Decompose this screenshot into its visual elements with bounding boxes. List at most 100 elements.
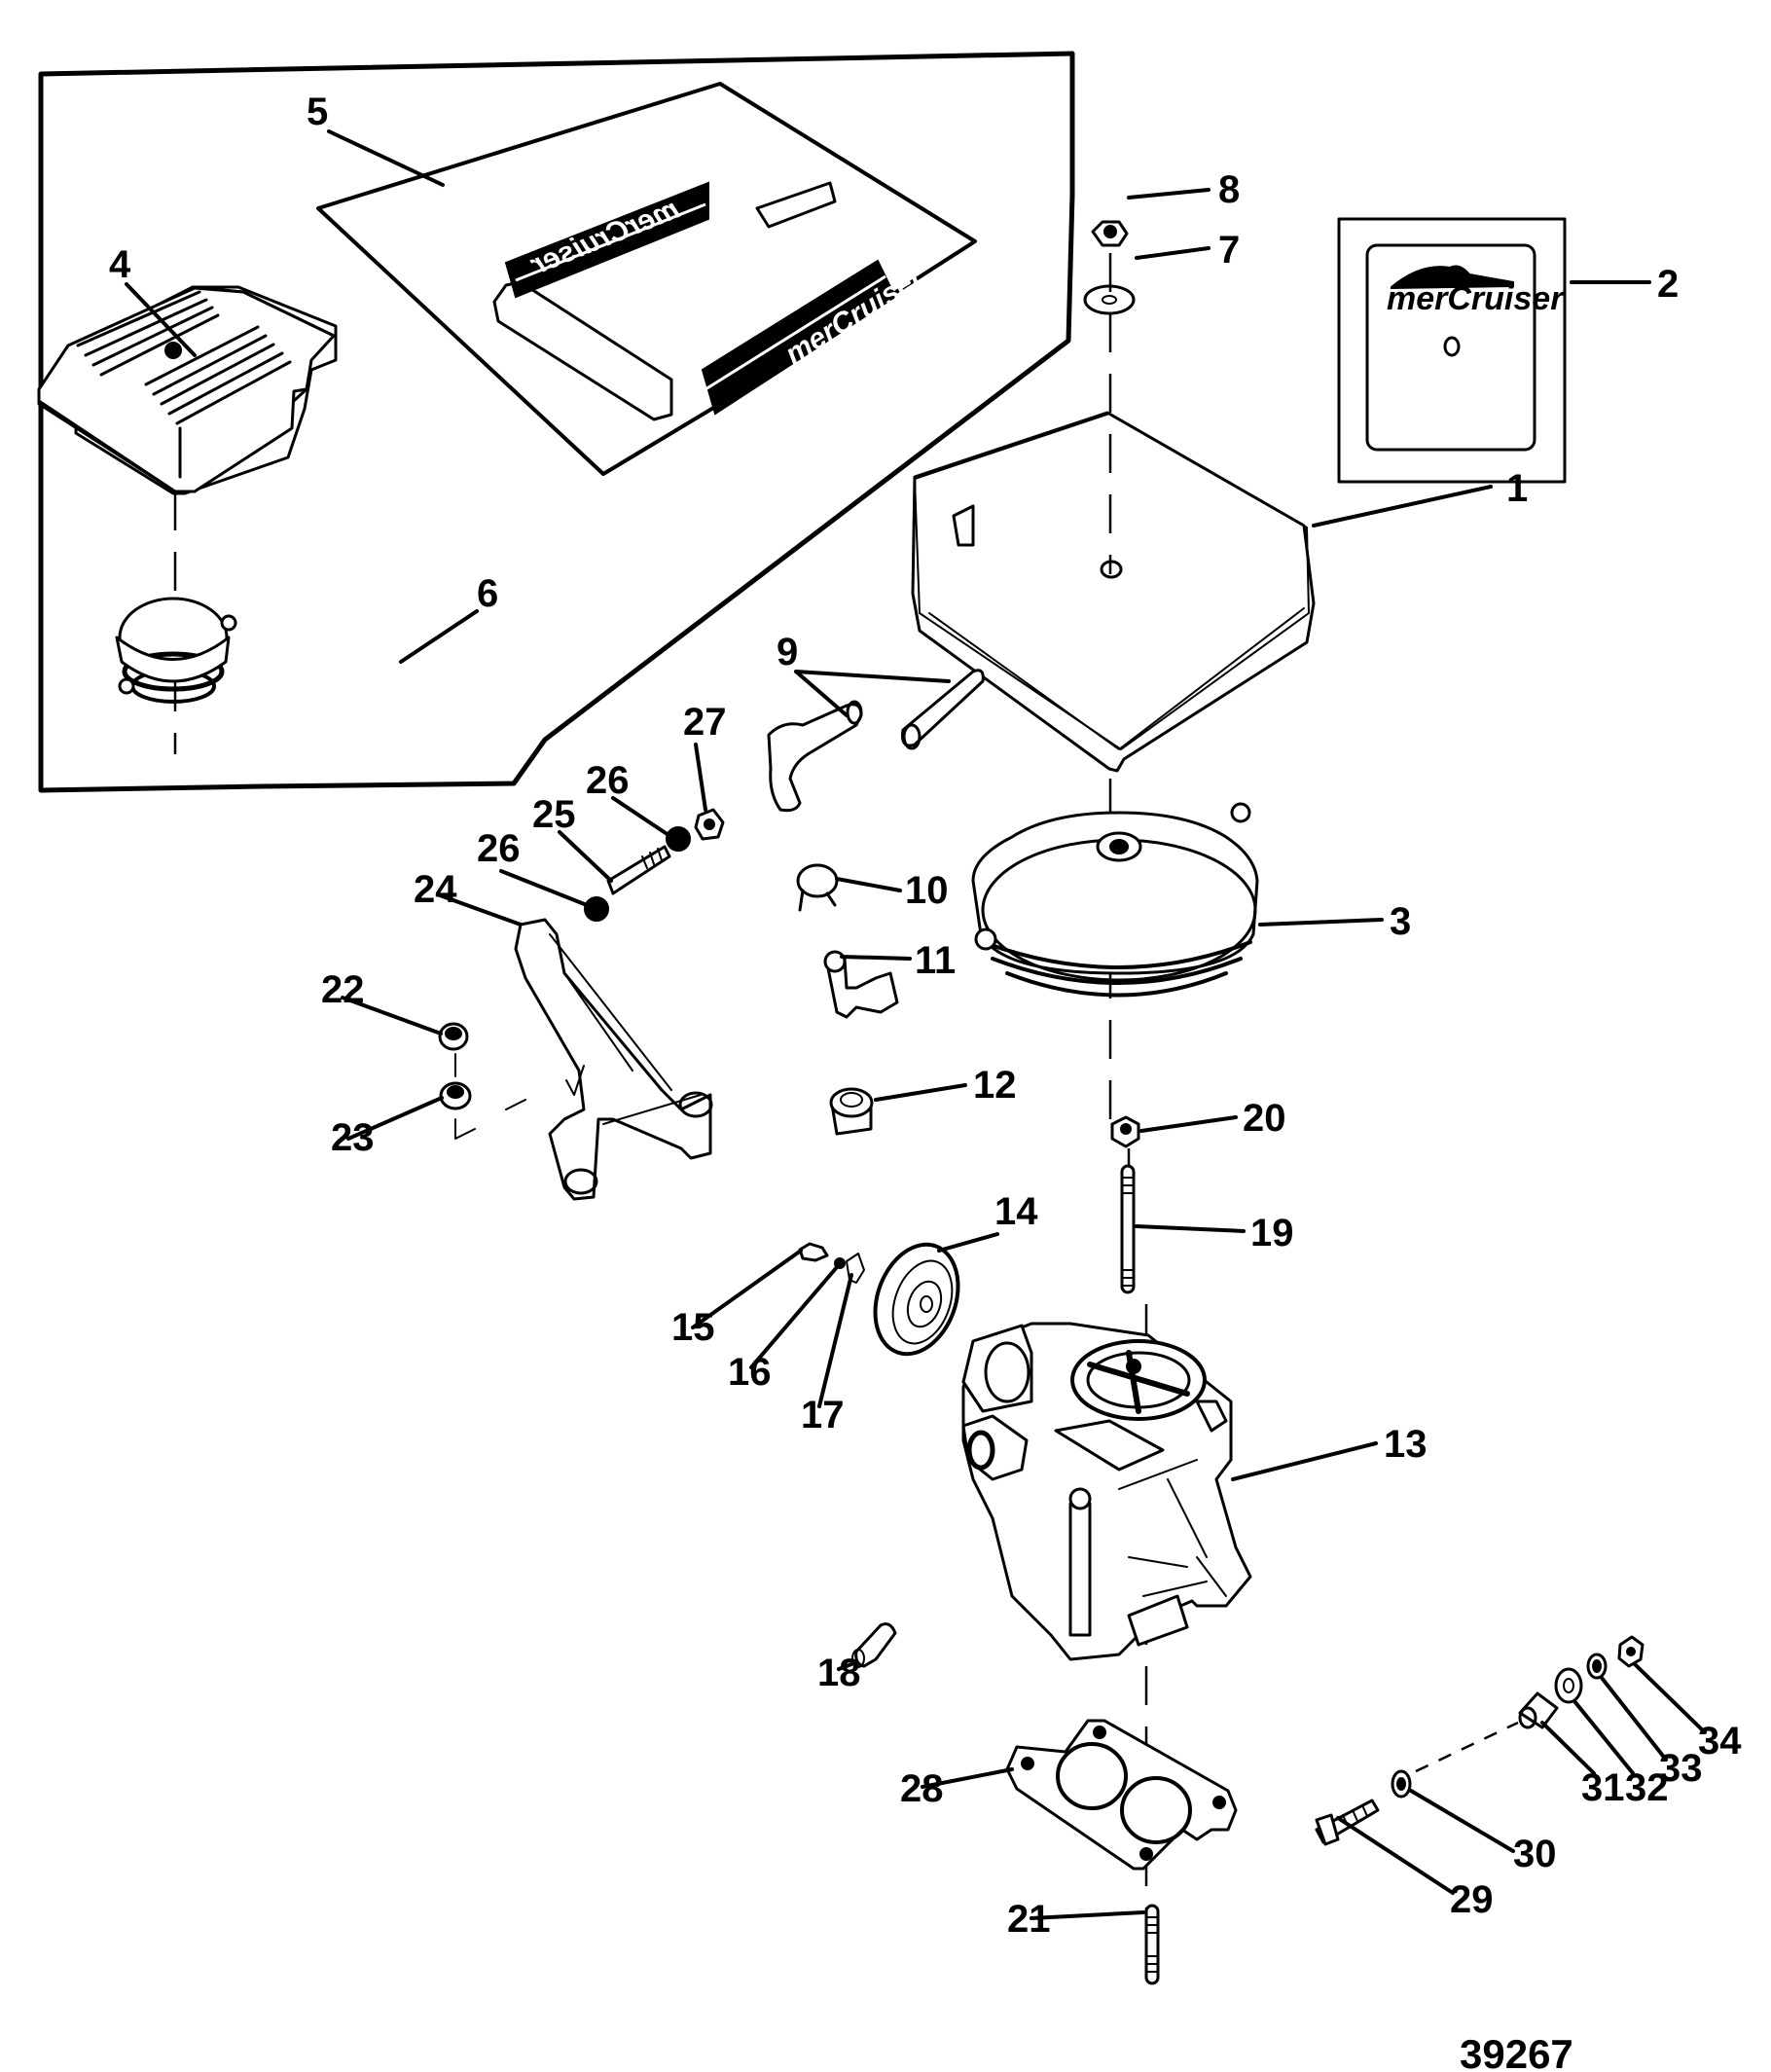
callout-bolt: 29: [1450, 1878, 1494, 1921]
callout-lockwasher-small: 33: [1659, 1747, 1703, 1790]
stud-nut-small-part: [694, 808, 725, 841]
callout-nut-upper: 22: [321, 968, 365, 1011]
hose-clamp-part: [796, 863, 839, 912]
callout-bracket-stud: 25: [532, 793, 576, 836]
callout-nut-lower: 23: [331, 1116, 375, 1159]
callout-stud-nut-small: 27: [683, 701, 727, 744]
callout-spacer: 31: [1581, 1766, 1625, 1809]
leader-throttle-bracket: [438, 893, 523, 927]
callout-stud-lockwasher-outer: 26: [586, 759, 630, 802]
callout-labels: 1234567891011121314151617181920212223242…: [109, 91, 1742, 1941]
bolt-part: [1315, 1799, 1380, 1846]
nut-upper-part: [438, 1022, 469, 1051]
callout-elbow-fitting: 11: [915, 939, 956, 982]
throttle-bracket-part: [454, 918, 713, 1201]
leader-diaphragm-cover: [937, 1232, 999, 1253]
lockwasher-small-part: [1586, 1653, 1608, 1680]
leader-nut-upper: [341, 996, 443, 1036]
callout-stud-nut: 20: [1243, 1097, 1286, 1140]
leader-hose-clamp: [835, 877, 902, 892]
callout-stud-lockwasher-inner: 26: [477, 827, 521, 870]
callout-hoses: 9: [777, 631, 798, 673]
fuel-filter-part: [851, 1622, 897, 1668]
leader-washer: [1135, 246, 1211, 260]
leader-gasket: [921, 1767, 1014, 1789]
carburetor-part: [961, 1322, 1252, 1661]
callout-diaphragm-cover: 14: [994, 1190, 1038, 1233]
leader-lockwasher-small: [1600, 1676, 1668, 1762]
leader-bracket-stud: [558, 830, 613, 883]
callout-washer: 7: [1218, 229, 1240, 272]
leader-long-stud: [1135, 1224, 1246, 1233]
leader-finned-cover-decal: [327, 129, 445, 187]
leader-stud-nut-small: [694, 743, 707, 812]
inset-flame-arrestor-part: [115, 491, 237, 754]
gasket-part: [1005, 1719, 1238, 1871]
locknut-part: [1617, 1635, 1644, 1668]
nut-part: [1091, 220, 1129, 247]
leader-hoses: [794, 670, 951, 683]
plug-part: [829, 1087, 874, 1136]
callout-finned-cover: 4: [109, 243, 131, 286]
callout-short-stud: 21: [1007, 1898, 1051, 1941]
callout-hose-clamp: 10: [905, 869, 949, 912]
leader-lines: [125, 129, 1707, 1920]
elbow-fitting-part: [823, 950, 899, 1019]
short-stud-part: [1144, 1904, 1160, 1985]
callout-finned-cover-decal: 5: [307, 91, 328, 133]
callout-locknut: 34: [1698, 1720, 1742, 1763]
finned-cover-decal-part: merCruiser merCruiser: [316, 82, 977, 476]
callout-gasket: 28: [900, 1767, 944, 1810]
callout-screw: 15: [671, 1306, 715, 1349]
callout-cover-decal: 2: [1657, 263, 1679, 306]
leader-flame-arrestor: [1258, 918, 1384, 927]
leader-flame-arrestor-cover: [1312, 485, 1493, 527]
callout-fuel-filter: 18: [817, 1652, 861, 1694]
callout-flame-arrestor: 3: [1390, 900, 1411, 943]
leader-stud-lockwasher-outer: [611, 796, 673, 839]
callout-lockwasher: 16: [728, 1351, 772, 1394]
leader-bushing: [1572, 1699, 1635, 1775]
callout-bracket: 17: [801, 1394, 845, 1436]
leader-nut-lower: [346, 1096, 444, 1141]
inset-panel: [38, 51, 1075, 793]
cover-decal-part: merCruiser: [1337, 217, 1567, 484]
callout-long-stud: 19: [1250, 1212, 1294, 1254]
stud-nut-part: [1110, 1115, 1140, 1148]
nut-lower-part: [439, 1053, 472, 1110]
callout-inset-flame-arrestor: 6: [477, 572, 498, 615]
leader-short-stud: [1030, 1910, 1145, 1920]
leader-bracket: [817, 1273, 853, 1408]
callout-plug: 12: [973, 1064, 1017, 1107]
drawing-number: 39267: [1460, 2031, 1573, 2072]
leader-nut: [1127, 188, 1211, 200]
leader-bolt-washer: [1409, 1789, 1515, 1853]
leader-locknut: [1633, 1662, 1707, 1734]
stud-lockwasher-part: [584, 826, 691, 922]
callout-throttle-bracket: 24: [414, 868, 457, 911]
long-stud-part: [1120, 1164, 1136, 1294]
cover-decal-logo: merCruiser: [1387, 280, 1565, 317]
leader-fuel-filter: [837, 1660, 858, 1671]
callout-bushing: 32: [1625, 1766, 1669, 1809]
leader-hoses: [794, 670, 849, 717]
leader-lockwasher: [749, 1265, 839, 1369]
spacer-part: [1518, 1691, 1559, 1729]
hoses-part: [767, 669, 985, 813]
leader-stud-lockwasher-inner: [499, 869, 589, 907]
callout-flame-arrestor-cover: 1: [1506, 467, 1528, 510]
leader-elbow-fitting: [840, 955, 912, 961]
leader-carburetor: [1231, 1441, 1378, 1481]
bushing-part: [1554, 1667, 1583, 1704]
leader-plug: [874, 1083, 967, 1102]
finned-cover-part: [37, 285, 338, 495]
screw-part: [798, 1242, 829, 1262]
callout-nut: 8: [1218, 168, 1240, 211]
leader-stud-nut: [1139, 1115, 1238, 1133]
leader-finned-cover: [125, 282, 197, 357]
leader-bolt: [1336, 1816, 1455, 1895]
flame-arrestor-part: [971, 802, 1259, 998]
leader-spacer: [1540, 1721, 1596, 1775]
bolt-washer-part: [1391, 1769, 1412, 1799]
